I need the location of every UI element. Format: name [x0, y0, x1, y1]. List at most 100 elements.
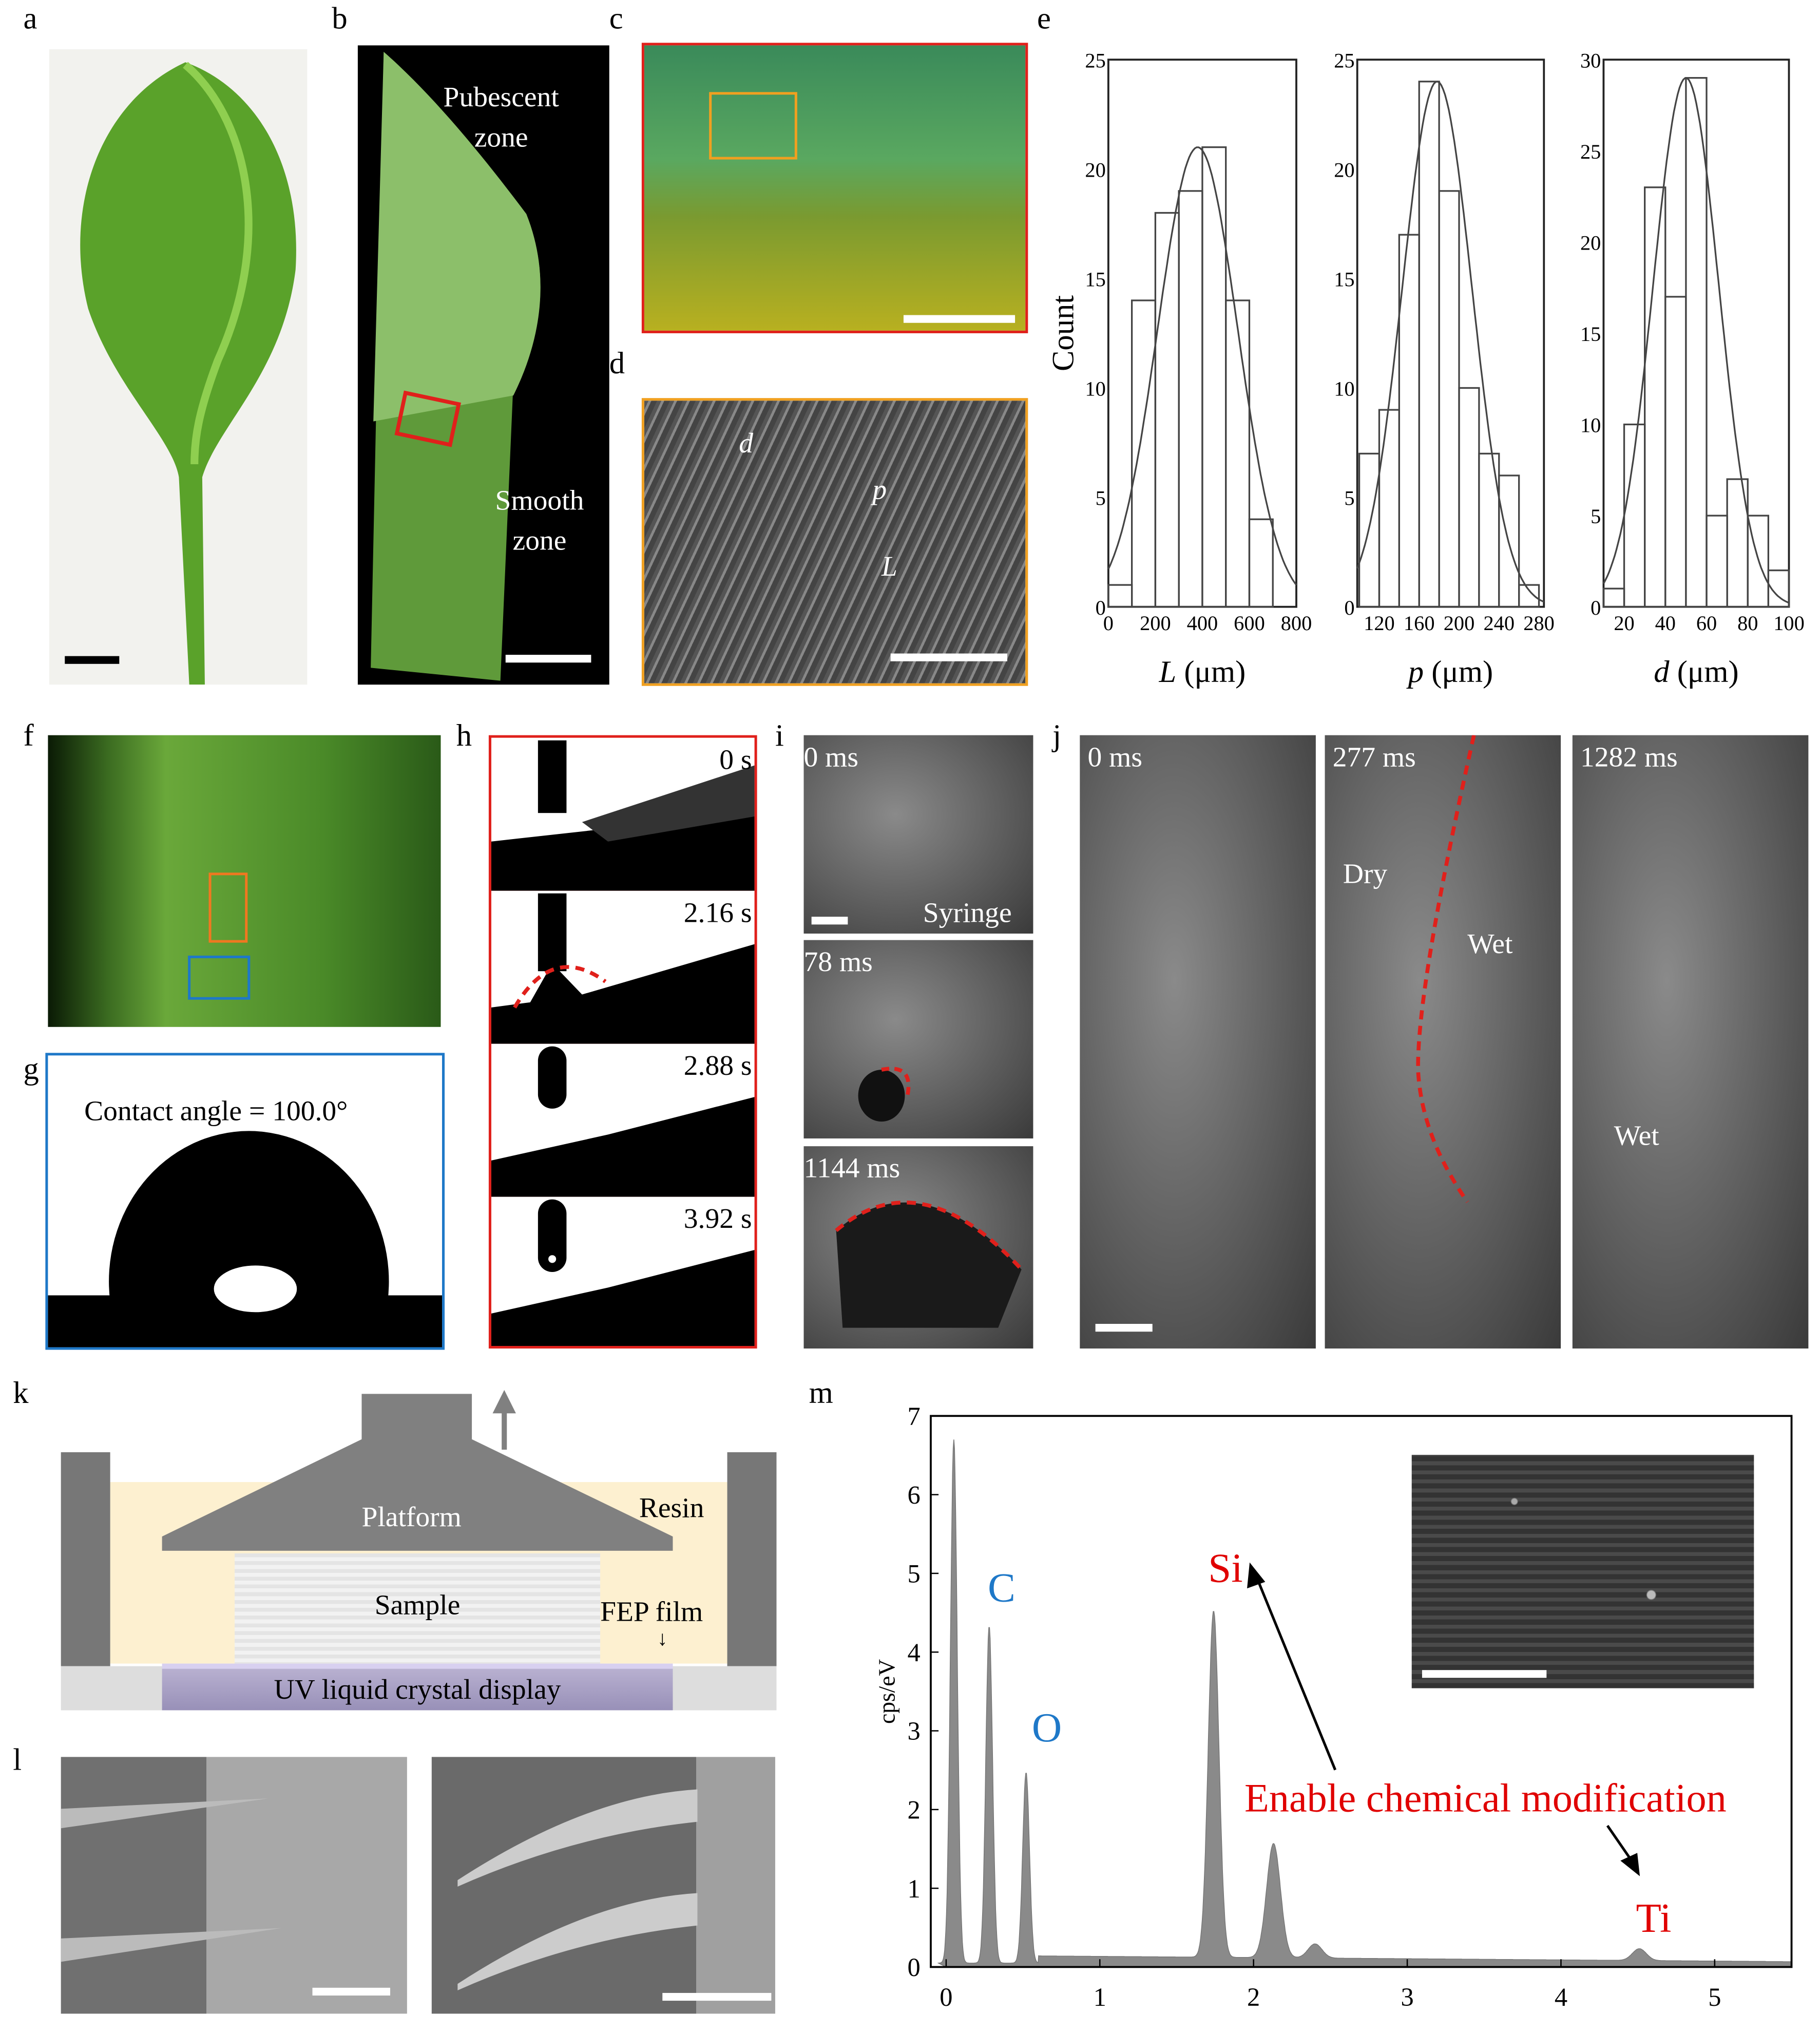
smooth-line2: zone: [512, 524, 567, 557]
scale-bar: [1095, 1324, 1153, 1332]
x-axis-label: L (μm): [1159, 655, 1246, 689]
x-tick-label: 800: [1281, 612, 1312, 635]
dry-label: Dry: [1343, 857, 1388, 890]
wet-label: Wet: [1614, 1119, 1659, 1152]
y-tick-label: 15: [1085, 268, 1105, 291]
L-symbol: L: [882, 549, 897, 582]
y-tick-label: 20: [1085, 158, 1105, 181]
y-axis-label: Count: [1046, 295, 1081, 371]
y-tick-label: 5: [1096, 487, 1106, 510]
spreading-frame-2: 1144 ms: [803, 1146, 1033, 1349]
y-tick-label: 0: [908, 1953, 921, 1982]
left-wall: [61, 1452, 110, 1666]
wetting-frame-0: 0 ms: [1080, 735, 1316, 1349]
hair-closeup-photo: [641, 43, 1028, 333]
scale-bar: [1422, 1670, 1547, 1678]
right-wall: [727, 1452, 777, 1666]
scale-bar: [65, 656, 120, 664]
peristome-photo: [48, 735, 441, 1027]
p-symbol: p: [872, 473, 887, 506]
histogram-bar: [1154, 212, 1180, 608]
y-tick-label: 0: [1344, 596, 1354, 619]
x-tick-label: 200: [1444, 612, 1475, 635]
uv-display: UV liquid crystal display: [162, 1668, 673, 1711]
y-tick-label: 6: [908, 1480, 921, 1509]
histogram-bar: [1644, 186, 1666, 608]
element-label-o: O: [1032, 1705, 1062, 1751]
sem-printed-spines-1: [61, 1757, 407, 2014]
droplet-sequence: 0 s 2.16 s 2.88 s 3.92 s: [488, 735, 757, 1349]
time-label: 3.92 s: [683, 1202, 752, 1235]
panel-label-h: h: [456, 719, 472, 754]
x-tick-label: 200: [1140, 612, 1171, 635]
time-label: 0 s: [719, 743, 752, 775]
panel-label-d: d: [609, 347, 625, 382]
panel-label-e: e: [1037, 3, 1051, 36]
element-label-c: C: [988, 1565, 1016, 1610]
blue-inset-box: [188, 955, 251, 1000]
histogram-bar: [1747, 515, 1770, 608]
panel-label-l: l: [13, 1744, 22, 1778]
frame-3: 3.92 s: [491, 1197, 755, 1346]
pubescent-line1: Pubescent: [443, 80, 559, 113]
y-tick-label: 15: [1580, 322, 1601, 346]
axes-frame: [1356, 59, 1545, 608]
arrowhead-icon: [1247, 1562, 1266, 1589]
panel-label-m: m: [809, 1377, 833, 1411]
panel-label-c: c: [609, 3, 623, 36]
smooth-line1: Smooth: [495, 483, 584, 516]
x-tick-label: 40: [1655, 612, 1676, 635]
contact-angle-image: Contact angle = 100.0°: [45, 1053, 445, 1350]
y-tick-label: 10: [1334, 377, 1354, 401]
x-tick-label: 80: [1737, 612, 1758, 635]
x-axis-label: d (μm): [1654, 655, 1738, 689]
time-label: 2.88 s: [683, 1049, 752, 1081]
x-tick-label: 20: [1614, 612, 1634, 635]
eds-inset-sem: [1411, 1455, 1754, 1688]
spreading-frame-0: 0 ms Syringe: [803, 735, 1033, 934]
gaussian-fit-curve: [1107, 146, 1297, 586]
leaf-photo: [49, 49, 308, 685]
platform-shape: [162, 1390, 673, 1551]
histogram-bar: [1767, 569, 1790, 608]
time-label: 2.16 s: [683, 896, 752, 928]
element-label-ti: Ti: [1636, 1895, 1672, 1941]
histogram-bar: [1178, 190, 1203, 608]
smooth-zone-label: Smooth zone: [495, 480, 584, 560]
time-label: 1144 ms: [803, 1151, 901, 1184]
x-tick-label: 2: [1247, 1983, 1260, 2011]
histogram-bar: [1664, 296, 1687, 608]
y-tick-label: 10: [1085, 377, 1105, 401]
y-axis-label: cps/eV: [873, 1659, 899, 1724]
leaf-shape: [80, 62, 296, 685]
frame-1: 2.16 s: [491, 890, 755, 1048]
pubescent-line2: zone: [474, 120, 528, 153]
wetting-frame-2: 1282 ms Wet: [1572, 735, 1809, 1349]
y-tick-label: 5: [908, 1560, 921, 1588]
time-label: 0 ms: [1087, 740, 1142, 773]
sample-block: Sample: [235, 1553, 601, 1664]
y-tick-label: 1: [908, 1874, 921, 1903]
histogram-bar: [1378, 409, 1400, 608]
pubescent-zone-label: Pubescent zone: [444, 77, 559, 157]
y-tick-label: 25: [1580, 140, 1601, 163]
scale-bar: [505, 655, 591, 663]
y-tick-label: 5: [1591, 505, 1601, 528]
element-label-si: Si: [1208, 1546, 1242, 1591]
histogram-bar: [1458, 387, 1480, 608]
x-tick-label: 0: [1103, 612, 1114, 635]
pitcher-photo: Pubescent zone Smooth zone: [357, 45, 609, 685]
y-tick-label: 4: [908, 1638, 921, 1667]
time-label: 78 ms: [803, 945, 873, 978]
y-tick-label: 0: [1591, 596, 1601, 619]
annotation-text: Enable chemical modification: [1244, 1775, 1727, 1820]
time-label: 277 ms: [1332, 740, 1416, 773]
frame-2: 2.88 s: [491, 1043, 755, 1201]
resin-label: Resin: [639, 1491, 704, 1524]
d-symbol: d: [739, 426, 754, 459]
x-tick-label: 4: [1555, 1983, 1567, 2011]
panel-label-f: f: [23, 719, 34, 754]
time-label: 0 ms: [803, 740, 859, 773]
